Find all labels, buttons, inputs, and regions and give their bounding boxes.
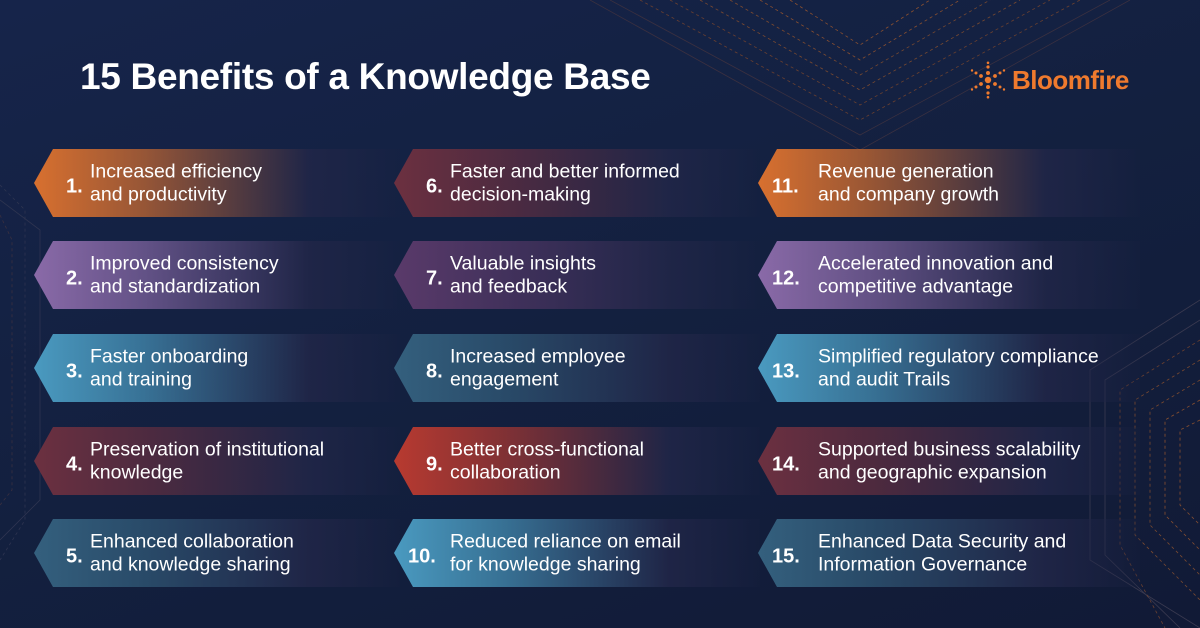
benefit-line-2: knowledge xyxy=(90,461,184,483)
benefit-line-1: Increased employee xyxy=(450,345,626,368)
benefit-line-1: Supported business scalability xyxy=(818,438,1081,461)
benefit-line-2: and productivity xyxy=(90,183,227,205)
benefit-number: 11. xyxy=(772,175,799,198)
benefit-line-1: Preservation of institutional xyxy=(90,438,325,461)
benefit-line-2: and standardization xyxy=(90,275,261,297)
benefit-line-1: Revenue generation xyxy=(818,160,994,183)
benefit-number: 10. xyxy=(408,545,436,568)
benefit-line-2: engagement xyxy=(450,368,559,390)
sunburst-dots-icon xyxy=(970,61,1006,99)
benefit-line-2: and knowledge sharing xyxy=(90,553,291,575)
benefit-line-1: Enhanced Data Security and xyxy=(818,530,1067,553)
benefit-line-1: Simplified regulatory compliance xyxy=(818,345,1099,368)
benefit-line-2: and geographic expansion xyxy=(818,461,1047,483)
benefit-number: 12. xyxy=(772,267,800,290)
benefit-line-2: and feedback xyxy=(450,275,568,297)
brand-name: Bloomfire xyxy=(1012,64,1129,95)
benefit-line-1: Improved consistency xyxy=(90,252,279,275)
benefit-number: 6. xyxy=(426,175,443,198)
benefit-line-2: decision-making xyxy=(450,183,591,205)
benefit-line-1: Faster onboarding xyxy=(90,345,249,368)
brand-logo: Bloomfire xyxy=(970,61,1129,99)
benefit-line-1: Faster and better informed xyxy=(450,160,680,183)
benefit-line-1: Accelerated innovation and xyxy=(818,252,1054,275)
benefit-number: 4. xyxy=(66,453,83,476)
benefit-line-1: Enhanced collaboration xyxy=(90,530,294,553)
benefit-line-2: for knowledge sharing xyxy=(450,553,641,575)
benefit-line-2: Information Governance xyxy=(818,553,1028,575)
benefit-line-1: Better cross-functional xyxy=(450,438,645,461)
benefit-line-1: Increased efficiency xyxy=(90,160,262,183)
benefit-number: 5. xyxy=(66,545,83,568)
benefit-number: 2. xyxy=(66,267,83,290)
benefit-number: 15. xyxy=(772,545,800,568)
benefit-line-1: Valuable insights xyxy=(450,252,596,275)
benefit-number: 13. xyxy=(772,360,800,383)
benefit-line-2: and audit Trails xyxy=(818,368,951,390)
benefit-line-2: competitive advantage xyxy=(818,275,1014,297)
benefit-number: 8. xyxy=(426,360,443,383)
benefit-line-2: and training xyxy=(90,368,192,390)
page-title: 15 Benefits of a Knowledge Base xyxy=(80,56,651,97)
benefit-number: 7. xyxy=(426,267,443,290)
benefit-number: 3. xyxy=(66,360,83,383)
benefit-line-1: Reduced reliance on email xyxy=(450,530,681,553)
benefit-number: 1. xyxy=(66,175,83,198)
benefit-number: 9. xyxy=(426,453,443,476)
benefit-line-2: collaboration xyxy=(450,461,561,483)
benefit-number: 14. xyxy=(772,453,800,476)
benefit-line-2: and company growth xyxy=(818,183,1000,205)
